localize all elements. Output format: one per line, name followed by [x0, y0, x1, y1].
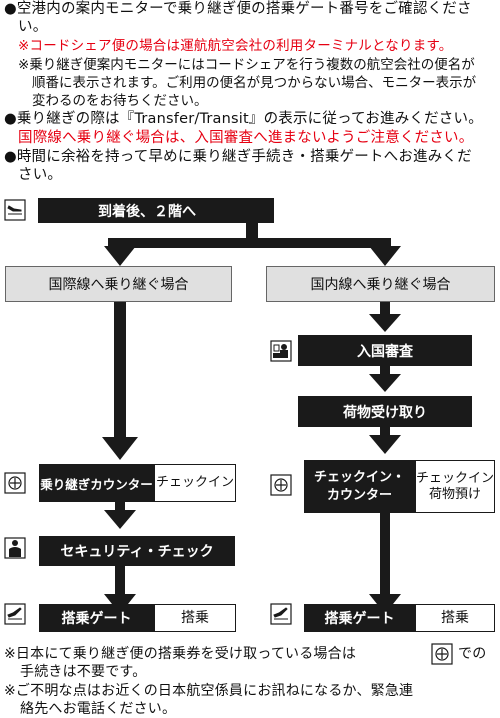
- checkin-counter-icon: [4, 472, 26, 494]
- intro-line-6b: さい。: [18, 167, 63, 183]
- plane-departure-icon: [4, 603, 26, 625]
- intro-line-1a: ●空港内の案内モニターで乗り継ぎ便の搭乗ゲート番号をご確認くださ: [4, 1, 472, 17]
- plane-departure-icon-right: [270, 603, 292, 625]
- gate-right-box: 搭乗ゲート: [304, 604, 415, 632]
- checkin-counter-label-b: カウンター: [326, 487, 392, 503]
- immigration-box: 入国審査: [298, 335, 472, 366]
- footer-line-1a: ※日本にて乗り継ぎ便の搭乗券を受け取っている場合は: [4, 645, 356, 663]
- checkin-bag-box: チェックイン 荷物預け: [415, 460, 495, 513]
- footer-line-1b: での: [458, 646, 487, 662]
- footer-line-2b: 絡先へお電話ください。: [20, 701, 177, 717]
- arrow-to-checkin-counter: [369, 435, 401, 454]
- gate-left-box: 搭乗ゲート: [39, 604, 154, 632]
- dom-header: 国内線へ乗り継ぐ場合: [266, 266, 495, 302]
- footer-line-2a: ※ご不明な点はお近くの日本航空係員にお訊ねになるか、緊急連: [4, 683, 414, 699]
- checkin-counter-icon-inline: [431, 643, 453, 665]
- intl-header: 国際線へ乗り継ぐ場合: [5, 266, 232, 302]
- security-label: セキュリティ・チェック: [60, 544, 214, 560]
- security-check-icon: [4, 537, 26, 559]
- baggage-label: 荷物受け取り: [343, 404, 427, 421]
- arrow-to-dom: [369, 246, 401, 266]
- passport-officer-icon: [270, 340, 292, 362]
- checkin-counter-box: チェックイン・ カウンター: [304, 460, 415, 513]
- checkin-bag-label-b: 荷物預け: [428, 486, 481, 502]
- connector-split-bar: [108, 238, 391, 248]
- checkin-left-label: チェックイン: [155, 475, 234, 490]
- connector-intl-long: [114, 301, 126, 439]
- transfer-counter-label: 乗り継ぎカウンター: [40, 476, 153, 492]
- arrow-to-intl: [104, 246, 136, 266]
- board-left-box: 搭乗: [154, 604, 236, 632]
- intro-line-3c: 変わるのをお待ちください。: [32, 93, 208, 109]
- intl-header-label: 国際線へ乗り継ぐ場合: [48, 277, 189, 293]
- board-right-box: 搭乗: [415, 604, 495, 632]
- checkin-bag-label-a: チェックイン: [416, 470, 495, 486]
- immigration-warning: 国際線へ乗り継ぐ場合は、入国審査へ進まないようご注意ください。: [18, 130, 474, 146]
- checkin-counter-label-a: チェックイン・: [313, 469, 405, 485]
- arrow-to-baggage: [369, 374, 401, 392]
- arrival-label: 到着後、２階へ: [98, 203, 196, 220]
- baggage-box: 荷物受け取り: [298, 396, 472, 427]
- arrival-box: 到着後、２階へ: [38, 198, 274, 223]
- immigration-label: 入国審査: [357, 343, 413, 360]
- arrow-to-transfer-counter: [102, 437, 138, 460]
- intro-line-4: ●乗り継ぎの際は『Transfer/Transit』の表示に従ってお進みください…: [4, 111, 483, 127]
- checkin-counter-icon-right: [270, 474, 292, 496]
- gate-left-label: 搭乗ゲート: [61, 611, 132, 627]
- dom-header-label: 国内線へ乗り継ぐ場合: [310, 277, 451, 293]
- intro-line-1b: い。: [18, 19, 48, 35]
- intro-line-3a: ※乗り継ぎ便案内モニターにはコードシェアを行う複数の航空会社の便名が: [18, 57, 475, 73]
- codeshare-warning: ※コードシェア便の場合は運航航空会社の利用ターミナルとなります。: [18, 38, 453, 54]
- security-box: セキュリティ・チェック: [39, 536, 235, 566]
- transfer-counter-box: 乗り継ぎカウンター: [39, 464, 154, 502]
- connector-dom-long: [380, 513, 390, 596]
- arrow-to-immigration: [369, 314, 401, 332]
- footer-line-1c: 手続きは不要です。: [20, 664, 147, 680]
- footer-line-1a-text: ※日本にて乗り継ぎ便の搭乗券を受け取っている場合は: [4, 646, 357, 662]
- arrow-to-security: [104, 510, 136, 529]
- gate-right-label: 搭乗ゲート: [324, 611, 395, 627]
- board-right-label: 搭乗: [441, 610, 469, 626]
- intro-line-3b: 順番に表示されます。ご利用の便名が見つからない場合、モニター表示が: [32, 75, 477, 91]
- plane-landing-icon: [4, 199, 26, 221]
- checkin-left-box: チェックイン: [154, 464, 236, 502]
- intro-line-6a: ●時間に余裕を持って早めに乗り継ぎ手続き・搭乗ゲートへお進みくだ: [4, 149, 472, 165]
- board-left-label: 搭乗: [181, 610, 209, 626]
